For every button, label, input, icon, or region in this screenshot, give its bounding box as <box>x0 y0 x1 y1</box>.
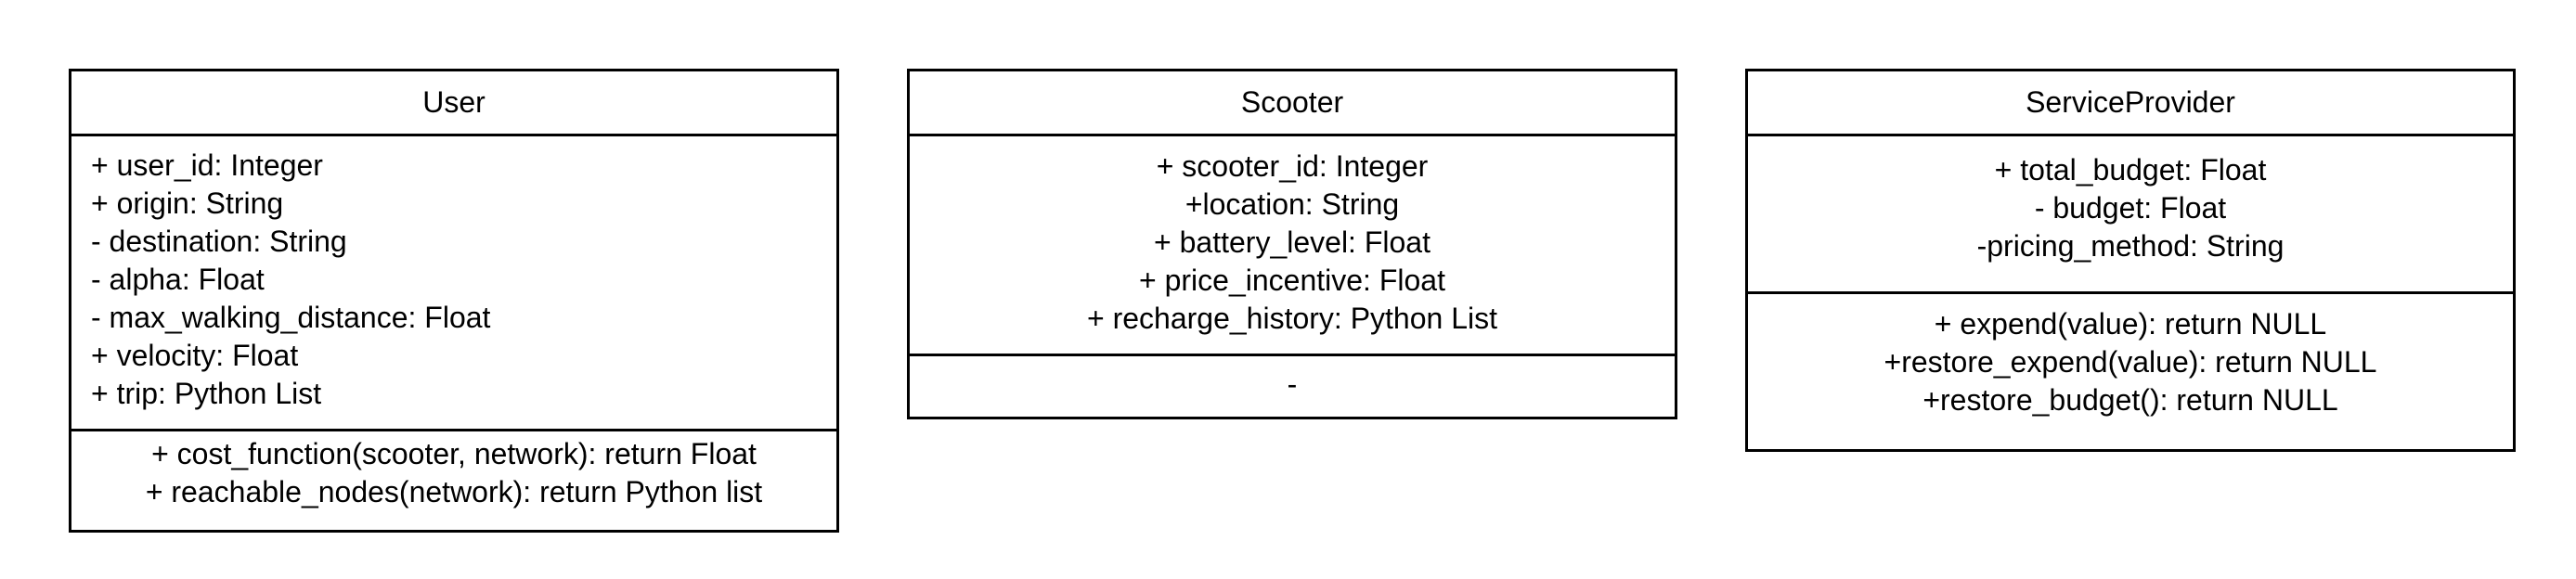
method-cost-function: + cost_function(scooter, network): retur… <box>151 437 757 470</box>
attribute-trip: + trip: Python List <box>91 377 322 410</box>
methods-compartment-user: + cost_function(scooter, network): retur… <box>71 431 836 511</box>
method-placeholder: - <box>1287 367 1298 401</box>
attribute-total-budget: + total_budget: Float <box>1994 153 2267 187</box>
methods-compartment-scooter: - <box>910 356 1675 404</box>
attribute-price-incentive: + price_incentive: Float <box>1139 264 1445 297</box>
attribute-scooter-id: + scooter_id: Integer <box>1156 149 1429 183</box>
attribute-pricing-method: -pricing_method: String <box>1976 229 2285 263</box>
method-restore-budget: +restore_budget(): return NULL <box>1922 383 2338 417</box>
class-box-scooter: Scooter + scooter_id: Integer +location:… <box>907 69 1677 419</box>
class-box-service-provider: ServiceProvider + total_budget: Float - … <box>1745 69 2516 452</box>
attribute-max-walking-distance: - max_walking_distance: Float <box>91 301 491 334</box>
attribute-budget: - budget: Float <box>2034 191 2227 225</box>
attribute-velocity: + velocity: Float <box>91 339 299 372</box>
attributes-compartment-service-provider: + total_budget: Float - budget: Float -p… <box>1748 136 2513 294</box>
class-box-user: User + user_id: Integer + origin: String… <box>69 69 839 533</box>
class-name-user: User <box>71 71 836 136</box>
class-name-scooter: Scooter <box>910 71 1675 136</box>
attribute-destination: - destination: String <box>91 225 347 258</box>
method-reachable-nodes: + reachable_nodes(network): return Pytho… <box>145 475 763 508</box>
attribute-battery-level: + battery_level: Float <box>1154 225 1430 259</box>
attribute-location: +location: String <box>1184 187 1400 221</box>
class-name-service-provider: ServiceProvider <box>1748 71 2513 136</box>
attribute-recharge-history: + recharge_history: Python List <box>1086 302 1497 335</box>
method-restore-expend: +restore_expend(value): return NULL <box>1883 345 2377 379</box>
attribute-origin: + origin: String <box>91 187 284 220</box>
attributes-compartment-user: + user_id: Integer + origin: String - de… <box>71 136 836 431</box>
method-expend: + expend(value): return NULL <box>1934 307 2327 341</box>
methods-compartment-service-provider: + expend(value): return NULL +restore_ex… <box>1748 294 2513 419</box>
attribute-user-id: + user_id: Integer <box>91 148 323 182</box>
attribute-alpha: - alpha: Float <box>91 263 265 296</box>
attributes-compartment-scooter: + scooter_id: Integer +location: String … <box>910 136 1675 356</box>
